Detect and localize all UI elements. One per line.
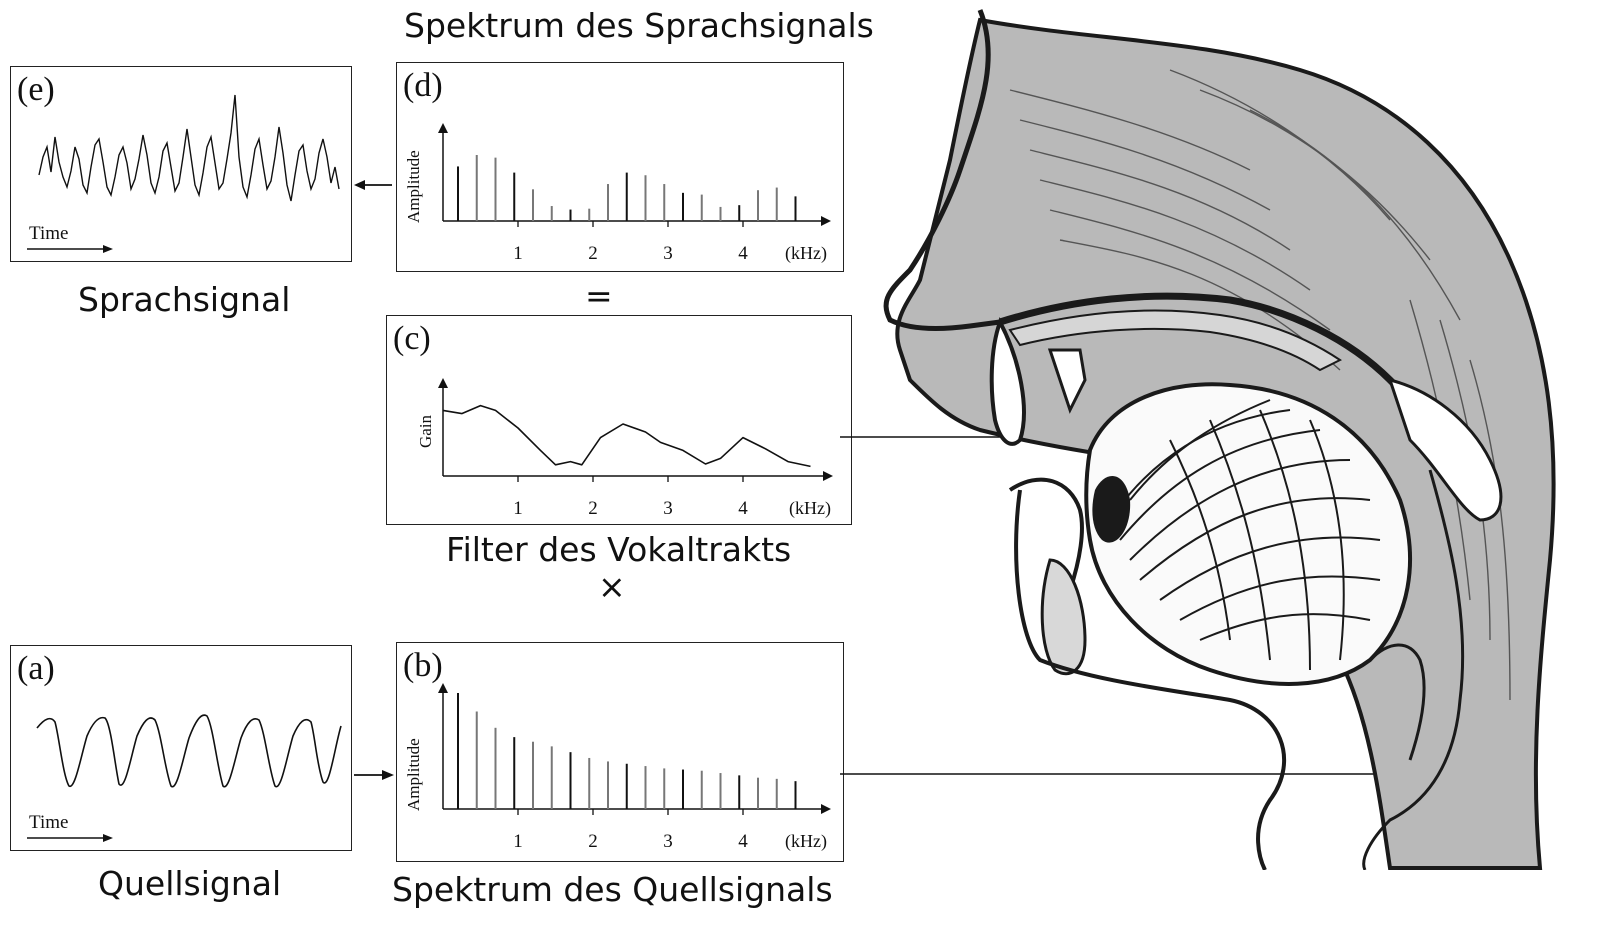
times-sign: ×: [598, 567, 626, 606]
time-axis-arrow: [27, 245, 113, 253]
speech-spectrum-plot: Amplitude 1 2 3 4 (kHz): [397, 63, 843, 271]
x-axis-arrowhead: [821, 804, 831, 814]
x-tick-label: 3: [663, 498, 673, 519]
time-axis-arrow: [27, 834, 113, 842]
x-tick-label: 2: [588, 243, 598, 264]
x-unit-label: (kHz): [785, 831, 827, 852]
panel-a-source-waveform: (a) Time: [10, 645, 352, 851]
panel-e-time-label: Time: [29, 223, 68, 244]
jaw-bone: [1042, 560, 1085, 674]
panel-b-source-spectrum: (b) Amplitude 1234(kHz): [396, 642, 844, 862]
panel-d-speech-spectrum: (d) Amplitude 1234(kHz): [396, 62, 844, 272]
source-waveform-plot: Time: [11, 646, 351, 850]
caption-source-signal: Quellsignal: [98, 864, 281, 903]
arrow-d-to-e: [352, 170, 396, 200]
speech-waveform-line: [39, 95, 339, 201]
x-tick-label: 4: [738, 831, 748, 852]
x-tick-label: 1: [513, 243, 523, 264]
y-axis-arrowhead: [438, 378, 448, 388]
x-axis-arrowhead: [823, 471, 833, 481]
panel-b-ylabel: Amplitude: [404, 738, 423, 811]
y-axis-arrowhead: [438, 683, 448, 693]
x-tick-label: 4: [738, 498, 748, 519]
x-axis-arrowhead: [821, 216, 831, 226]
x-tick-label: 3: [663, 243, 673, 264]
panel-d-ylabel: Amplitude: [404, 150, 423, 223]
y-axis-arrowhead: [438, 123, 448, 133]
x-tick-label: 1: [513, 831, 523, 852]
source-waveform-line: [37, 715, 341, 787]
vocal-tract-illustration: [870, 0, 1570, 870]
caption-spectrum-source: Spektrum des Quellsignals: [392, 870, 833, 909]
x-tick-label: 4: [738, 243, 748, 264]
speech-waveform-plot: Time: [11, 67, 351, 261]
x-tick-label: 2: [588, 831, 598, 852]
filter-plot: Gain 1 2 3 4 (kHz): [387, 316, 851, 524]
caption-spectrum-speech: Spektrum des Sprachsignals: [404, 6, 874, 45]
x-tick-label: 3: [663, 831, 673, 852]
panel-e-speech-waveform: (e) Time: [10, 66, 352, 262]
x-unit-label: (kHz): [785, 243, 827, 264]
panel-c-filter: (c) Gain 1234(kHz): [386, 315, 852, 525]
panel-c-ylabel: Gain: [416, 414, 435, 448]
panel-a-time-label: Time: [29, 812, 68, 833]
x-tick-label: 2: [588, 498, 598, 519]
caption-filter: Filter des Vokaltrakts: [446, 530, 791, 569]
source-spectrum-plot: Amplitude 1 2 3 4 (kHz): [397, 643, 843, 861]
x-unit-label: (kHz): [789, 498, 831, 519]
arrow-a-to-b: [352, 760, 396, 790]
equals-sign: =: [585, 276, 613, 315]
caption-speech-signal: Sprachsignal: [78, 280, 290, 319]
x-tick-label: 1: [513, 498, 523, 519]
filter-gain-curve: [443, 406, 811, 467]
